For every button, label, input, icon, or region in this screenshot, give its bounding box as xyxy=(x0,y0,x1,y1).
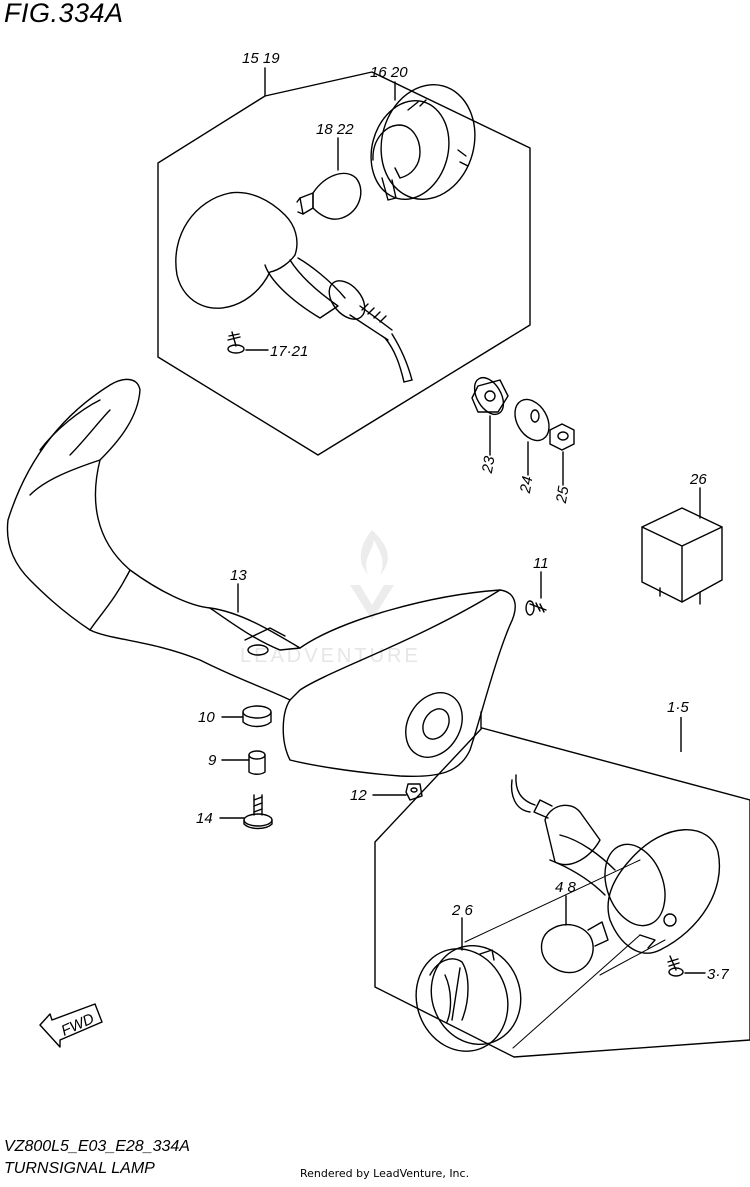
rear-bulb xyxy=(296,172,362,220)
callout-12: 12 xyxy=(350,787,367,804)
callout-4-8: 4 8 xyxy=(555,879,577,896)
front-lens xyxy=(415,944,522,1052)
diagram-name: TURNSIGNAL LAMP xyxy=(4,1160,155,1177)
front-bulb xyxy=(540,921,609,974)
nut-25 xyxy=(549,423,575,451)
lower-assembly-frame xyxy=(374,727,750,1058)
fwd-arrow xyxy=(39,1003,103,1048)
callout-9: 9 xyxy=(208,752,217,769)
screw-11 xyxy=(525,600,547,616)
rear-lamp-housing xyxy=(175,191,413,383)
collar-9 xyxy=(248,750,266,775)
callout-15-19: 15 19 xyxy=(242,50,280,67)
callout-3-7: 3·7 xyxy=(707,966,729,983)
callout-2-6: 2 6 xyxy=(451,902,474,919)
watermark-text: LEADVENTURE xyxy=(240,645,421,667)
rendered-by-credit: Rendered by LeadVenture, Inc. xyxy=(300,1167,470,1180)
figure-title: FIG.334A xyxy=(4,0,124,28)
bolt-12 xyxy=(405,783,423,801)
fwd-label: FWD xyxy=(59,1010,97,1039)
callout-23: 23 xyxy=(479,454,499,475)
relay-26 xyxy=(641,507,723,605)
callout-18-22: 18 22 xyxy=(316,121,354,138)
callout-1-5: 1·5 xyxy=(667,699,689,716)
upper-assembly-frame xyxy=(157,71,531,456)
nut-23 xyxy=(471,376,509,416)
grommet-10 xyxy=(242,705,272,728)
watermark-logo xyxy=(350,530,394,620)
callout-13: 13 xyxy=(230,567,247,584)
callout-11: 11 xyxy=(533,555,549,572)
washer-24 xyxy=(514,398,550,442)
screw-17-21 xyxy=(227,331,245,354)
rear-lens-ring xyxy=(370,84,476,201)
screw-3-7 xyxy=(667,955,684,977)
callout-26: 26 xyxy=(689,471,707,488)
front-lamp-housing xyxy=(510,774,721,954)
bracket-13 xyxy=(6,378,516,778)
callout-17-21: 17·21 xyxy=(270,343,308,360)
callout-14: 14 xyxy=(196,810,213,827)
model-code: VZ800L5_E03_E28_334A xyxy=(4,1138,190,1155)
callout-24: 24 xyxy=(517,475,537,495)
callout-10: 10 xyxy=(198,709,215,726)
bolt-14 xyxy=(243,794,273,830)
callout-25: 25 xyxy=(553,484,573,505)
callout-16-20: 16 20 xyxy=(370,64,408,81)
